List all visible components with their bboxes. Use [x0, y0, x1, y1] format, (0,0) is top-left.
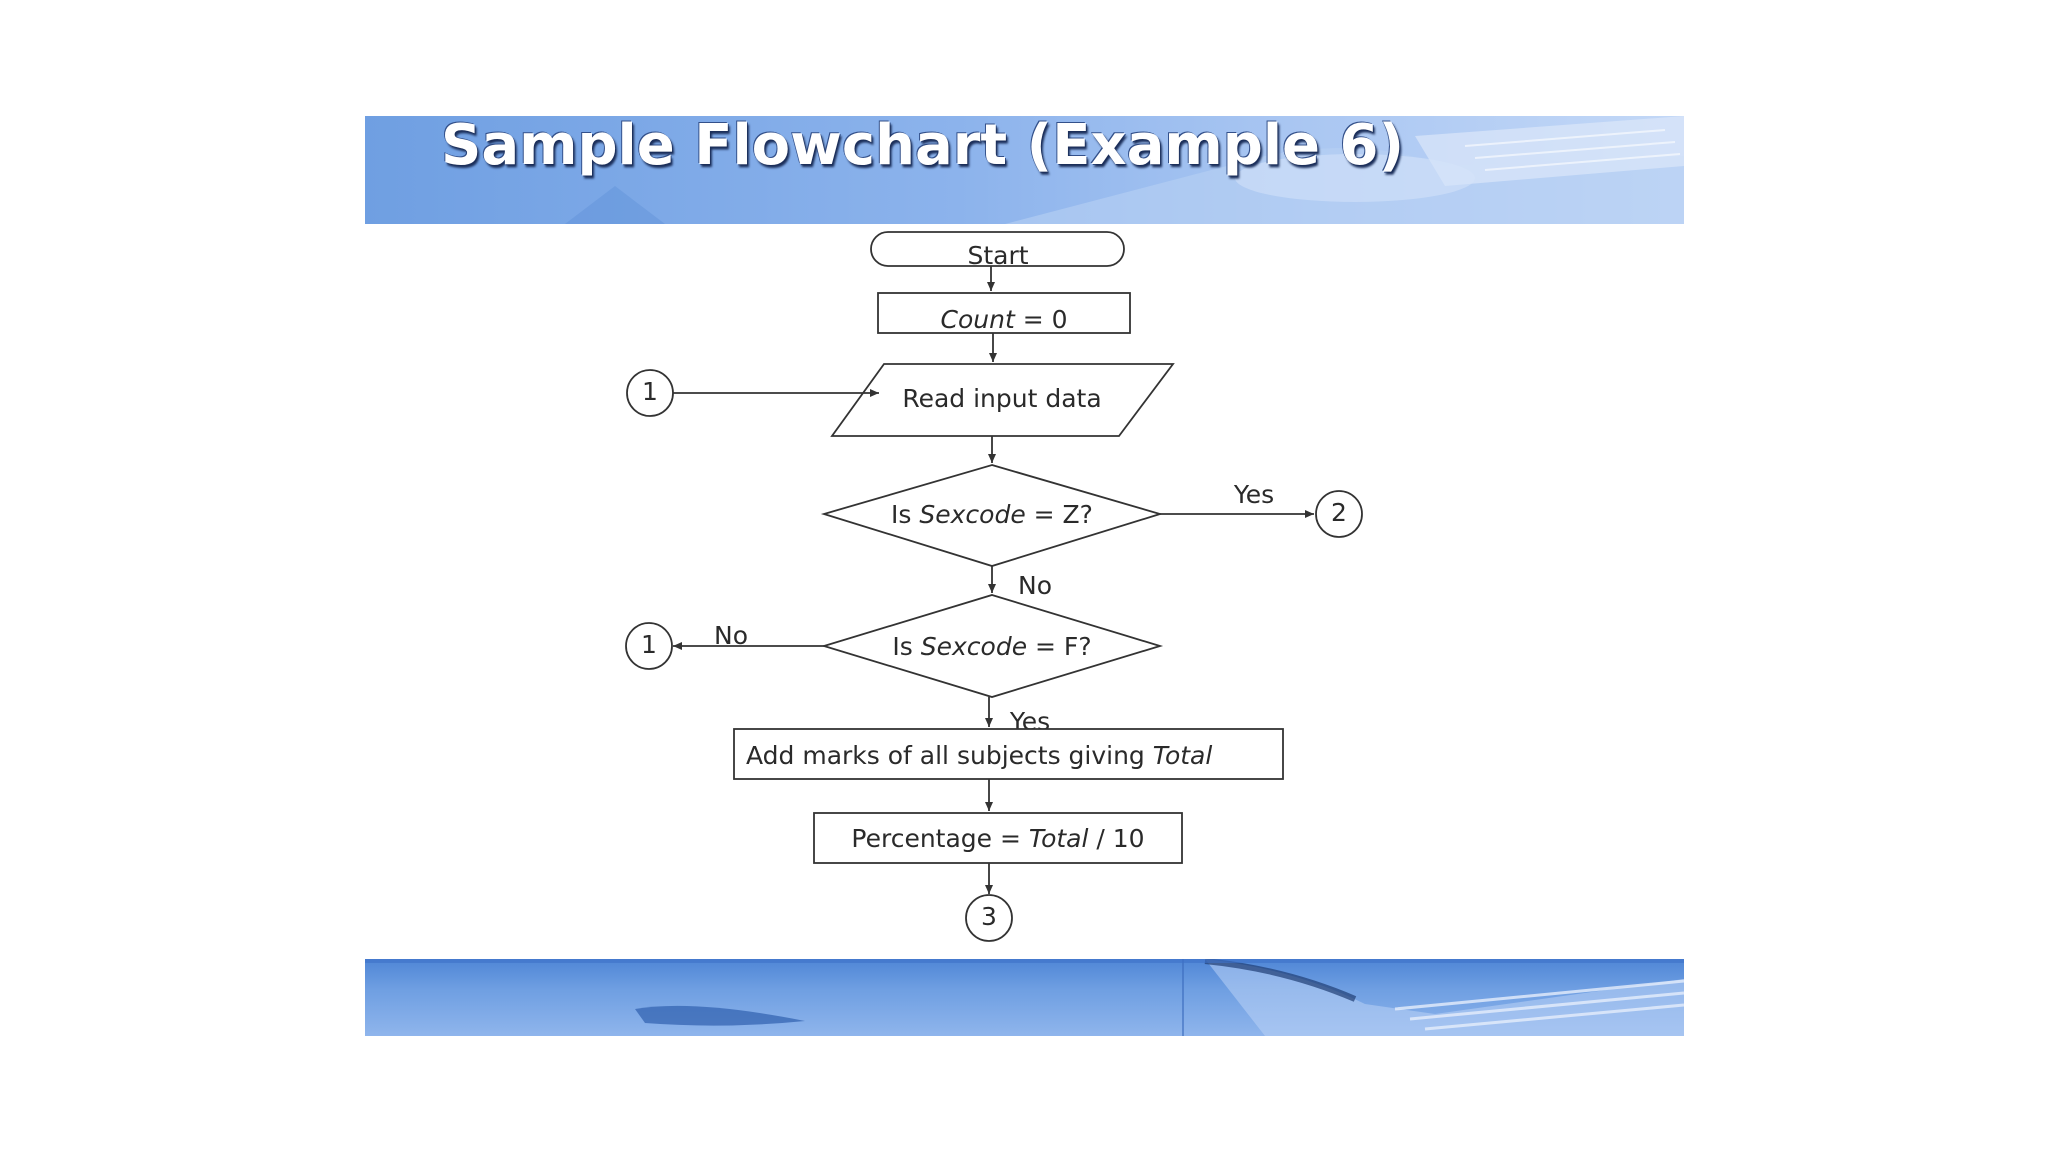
connector-1-top-label: 1 [642, 377, 658, 406]
decision-sexcode-f: Is Sexcode = F? [824, 595, 1160, 697]
read-input-data: Read input data [832, 364, 1173, 436]
decision1-label: Is Sexcode = Z? [891, 500, 1093, 529]
decision2-label: Is Sexcode = F? [892, 632, 1091, 661]
percentage-process: Percentage = Total / 10 [814, 813, 1182, 863]
connector-3: 3 [966, 895, 1012, 941]
read-label: Read input data [902, 384, 1101, 413]
connector-2: 2 [1316, 491, 1362, 537]
connector-1-left: 1 [626, 623, 672, 669]
no-down-label: No [1018, 571, 1052, 600]
connector-2-label: 2 [1331, 498, 1347, 527]
footer-banner [365, 959, 1684, 1036]
start-terminator: Start [871, 232, 1124, 270]
keyboard-decoration-bottom [365, 959, 1684, 1036]
connector-1-top: 1 [627, 370, 673, 416]
slide: Sample Flowchart (Example 6) Start Count… [365, 116, 1684, 1036]
yes-right-label: Yes [1233, 480, 1274, 509]
start-label: Start [967, 241, 1028, 270]
percentage-label: Percentage = Total / 10 [851, 824, 1144, 853]
connector-1-left-label: 1 [641, 630, 657, 659]
add-marks-process: Add marks of all subjects giving Total [734, 729, 1283, 779]
no-left-label: No [714, 621, 748, 650]
connector-3-label: 3 [981, 902, 997, 931]
init-process: Count = 0 [878, 293, 1130, 334]
decision-sexcode-z: Is Sexcode = Z? [824, 465, 1160, 566]
init-label: Count = 0 [941, 305, 1068, 334]
add-marks-label: Add marks of all subjects giving Total [746, 741, 1212, 770]
flowchart: Start Count = 0 Read input data 1 Is S [365, 116, 1684, 959]
